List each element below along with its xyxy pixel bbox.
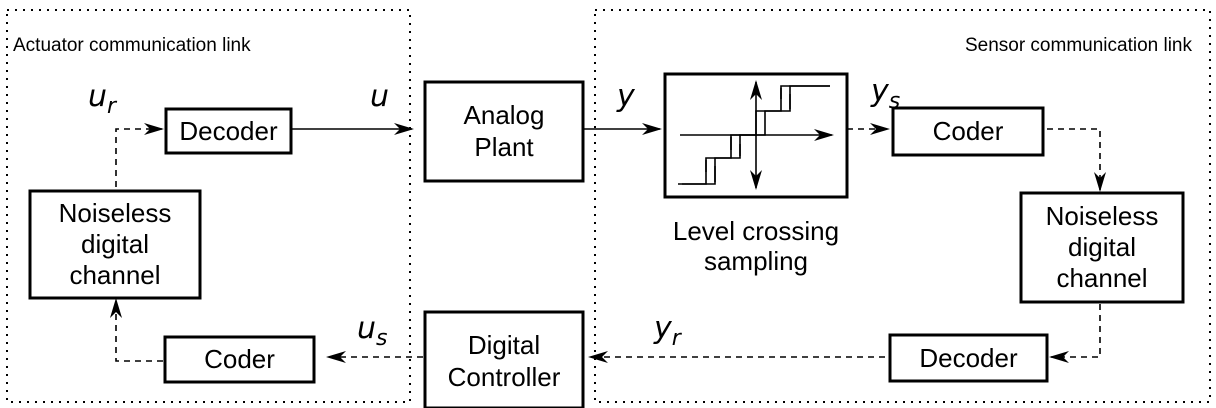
coder-actuator-box <box>163 335 316 384</box>
signal-u-s-sub: s <box>376 326 387 351</box>
coder-actuator-label-line-1: Coder <box>204 344 275 374</box>
decoder-sensor-box <box>888 333 1049 383</box>
coder-actuator-label: Coder <box>204 344 275 374</box>
actuator-link-label: Actuator communication link <box>13 35 251 56</box>
arrow-channel-to-decoder <box>115 123 164 187</box>
sensor-link-border <box>594 9 1211 403</box>
actuator-link-border <box>6 9 411 403</box>
analog-plant-box <box>423 80 585 183</box>
channel-sensor-label-line-1: Noiseless <box>1046 201 1159 231</box>
analog-plant-label-line-1: Analog <box>464 100 545 130</box>
signal-y-s-label: ys <box>870 74 900 114</box>
coder-actuator-block: Coder <box>163 335 316 384</box>
decoder-actuator-label: Decoder <box>179 116 278 146</box>
coder-sensor-block: Coder <box>891 106 1045 157</box>
channel-sensor-label-line-3: channel <box>1056 263 1147 293</box>
staircase-arrow-ticks <box>705 88 791 182</box>
signal-u-r-label: ur <box>88 79 118 119</box>
actuator-link-region: Actuator communication link <box>6 9 411 403</box>
signal-u-r-base: u <box>88 79 107 114</box>
decoder-sensor-block: Decoder <box>888 333 1049 383</box>
signal-u-r-sub: r <box>107 94 118 119</box>
arrow-channel-to-decoder-sensor <box>1049 304 1101 363</box>
decoder-actuator-box <box>164 107 293 155</box>
digital-controller-label-line-1: Digital <box>468 330 540 360</box>
sampler-caption-line-1: Level crossing <box>673 216 839 246</box>
signal-u-label: u <box>370 79 389 114</box>
signal-y-s-sub: s <box>889 89 900 114</box>
coder-sensor-box <box>891 106 1045 157</box>
signal-u-s-label: us <box>357 311 387 351</box>
arrow-coder-to-channel-actuator <box>110 298 163 362</box>
signal-y-r-base: y <box>653 311 673 346</box>
decoder-actuator-block: Decoder <box>164 107 293 155</box>
decoder-sensor-label: Decoder <box>919 343 1018 373</box>
signal-y-r-label: yr <box>653 311 683 351</box>
digital-controller-box <box>423 310 585 408</box>
analog-plant-label-line-2: Plant <box>474 132 534 162</box>
sensor-link-region: Sensor communication link <box>594 9 1211 403</box>
channel-actuator-label-line-1: Noiseless <box>59 198 172 228</box>
signal-y-label: y <box>616 79 636 114</box>
coder-sensor-label: Coder <box>933 116 1004 146</box>
arrow-coder-to-channel <box>1047 128 1106 192</box>
sensor-link-label: Sensor communication link <box>965 35 1193 56</box>
channel-actuator-label-line-3: channel <box>69 260 160 290</box>
connections <box>110 123 1106 363</box>
staircase-icon <box>678 80 834 190</box>
channel-sensor-box <box>1019 191 1185 304</box>
decoder-actuator-label-line-1: Decoder <box>179 116 278 146</box>
decoder-sensor-label-line-1: Decoder <box>919 343 1018 373</box>
channel-actuator-label-line-2: digital <box>81 229 149 259</box>
coder-sensor-label-line-1: Coder <box>933 116 1004 146</box>
signal-u-s-base: u <box>357 311 376 346</box>
channel-actuator-box <box>28 189 202 300</box>
signal-y-s-base: y <box>870 74 890 109</box>
signal-y-r-sub: r <box>672 326 683 351</box>
digital-controller-label-line-2: Controller <box>448 362 561 392</box>
sampler-caption-line-2: sampling <box>704 246 808 276</box>
channel-sensor-label-line-2: digital <box>1068 232 1136 262</box>
